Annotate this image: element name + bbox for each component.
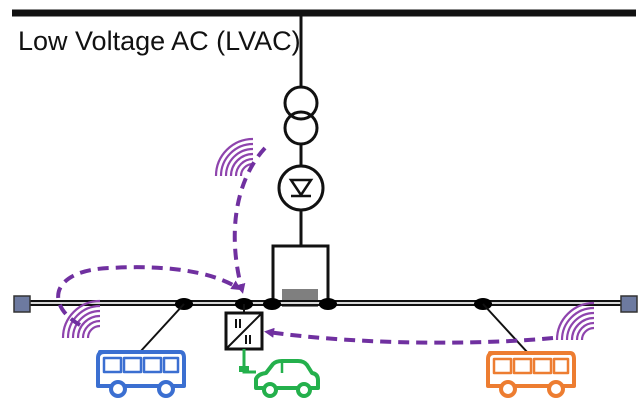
diagram-title: Low Voltage AC (LVAC) [18,26,301,56]
transformer-icon [283,85,319,146]
electric-car-icon [254,359,320,398]
electric-bus-left-icon [96,350,186,398]
comm-arrow-substation [232,146,267,294]
left-terminal [13,295,31,313]
wireless-signal-icon-right-bus [555,301,595,341]
bus-node-substation-left [263,298,281,310]
dc-ac-converter-icon [224,311,264,351]
bus-node-substation-right [319,298,337,310]
rectifier-diode-icon [277,164,325,212]
left-bus-connection [139,303,185,353]
electric-bus-right-icon [486,351,576,398]
comm-arrow-left-bus [56,265,242,327]
comm-arrow-right-bus [264,327,554,345]
ev-plug-icon [239,366,249,372]
right-terminal [620,295,638,313]
right-bus-connection [482,303,529,354]
wireless-signal-icon-left-bus [61,299,101,339]
wireless-signal-icon-substation [214,137,254,177]
